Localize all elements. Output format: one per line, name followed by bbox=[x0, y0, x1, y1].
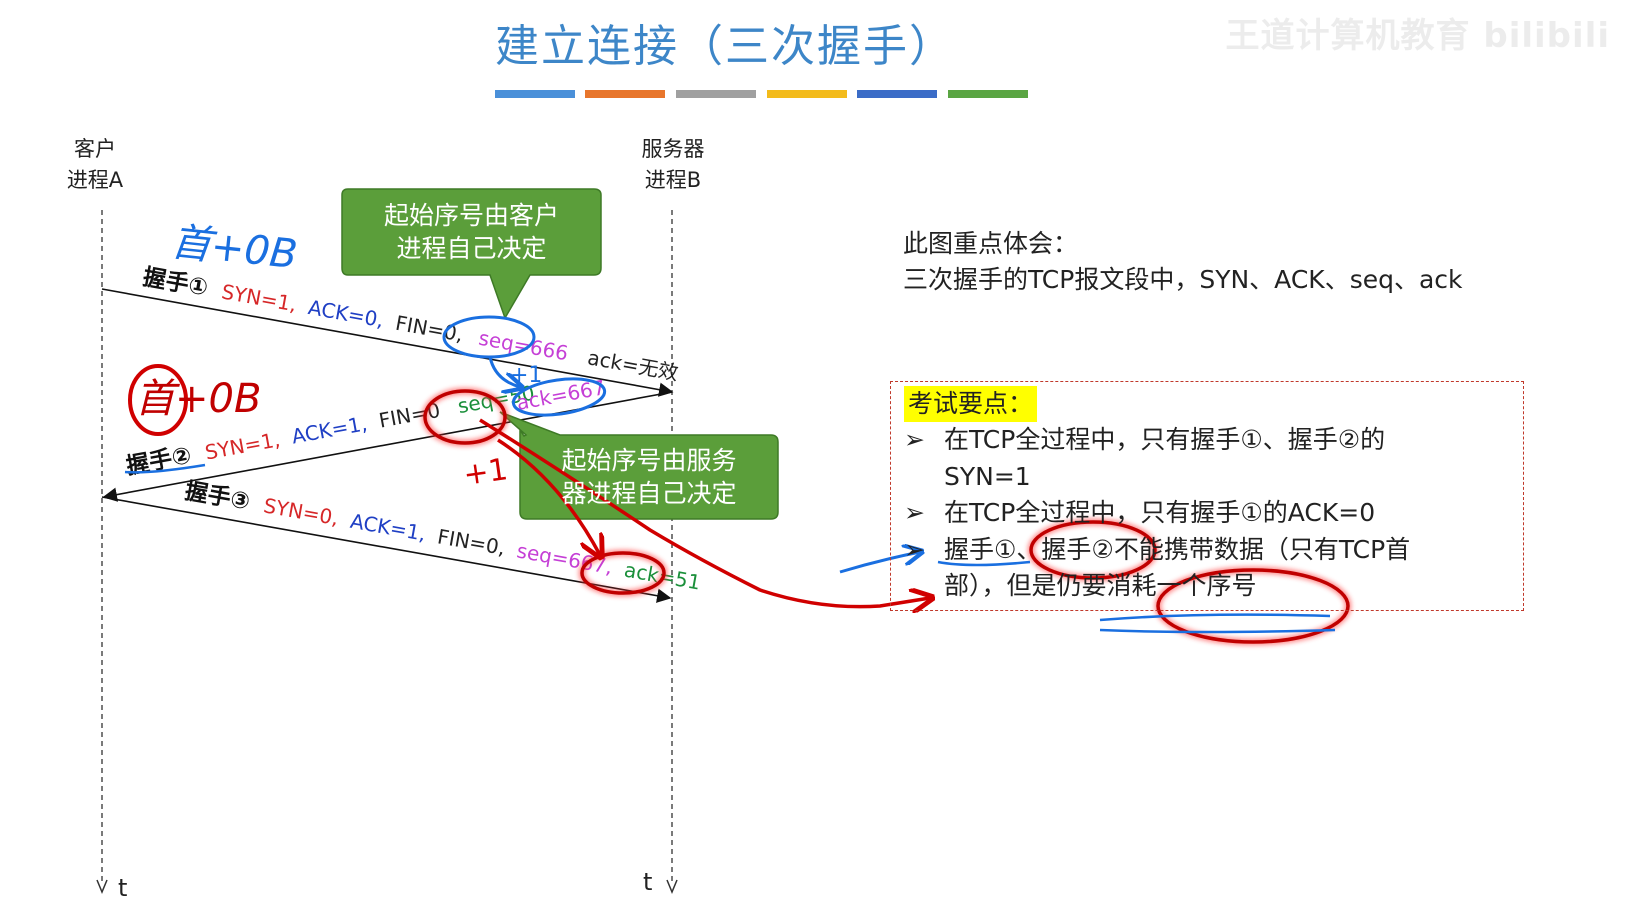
circle-consume-seq bbox=[1156, 568, 1350, 644]
exam-item-2-bullet: ➢ bbox=[904, 498, 925, 527]
circle-first-char bbox=[128, 364, 188, 436]
handshake-1-label: 握手① bbox=[141, 264, 210, 301]
handshake-1-arrow bbox=[101, 288, 674, 397]
client-label: 客户 进程A bbox=[55, 134, 135, 196]
handshake-2-ack-flag: ACK=1, bbox=[290, 411, 369, 448]
handshake-2-label: 握手② bbox=[124, 443, 193, 480]
callout-1-line1: 起始序号由客户 bbox=[383, 201, 559, 230]
handshake-2-syn: SYN=1, bbox=[203, 427, 282, 464]
underline-consume bbox=[1099, 613, 1331, 622]
page-title: 建立连接（三次握手） bbox=[495, 21, 955, 72]
exam-points-box bbox=[890, 381, 1524, 611]
watermark: 王道计算机教育 bilibili bbox=[1225, 16, 1610, 56]
note-h2-first-plus-0b: 首+0B bbox=[135, 376, 261, 422]
callout-1-line2: 进程自己决定 bbox=[396, 234, 547, 263]
circle-ack-667 bbox=[511, 377, 607, 417]
circle-seq-50 bbox=[423, 389, 507, 445]
callout-2-text: 起始序号由服务 器进程自己决定 bbox=[520, 444, 778, 510]
server-label: 服务器 进程B bbox=[628, 134, 718, 196]
color-bar-5 bbox=[857, 90, 937, 98]
key-note-line2: 三次握手的TCP报文段中，SYN、ACK、seq、ack bbox=[903, 265, 1463, 294]
handshake-1-syn: SYN=1, bbox=[220, 279, 299, 316]
handshake-1-ack-flag: ACK=0, bbox=[306, 295, 385, 332]
server-label-line1: 服务器 bbox=[641, 137, 705, 161]
underline-handshake-2 bbox=[124, 463, 206, 474]
note-plus1-red: +1 bbox=[461, 452, 510, 493]
key-note: 此图重点体会： 三次握手的TCP报文段中，SYN、ACK、seq、ack bbox=[903, 226, 1463, 298]
arrow-seq-to-ack bbox=[488, 356, 520, 387]
color-bar-1 bbox=[495, 90, 575, 98]
exam-item-1: 在TCP全过程中，只有握手①、握手②的 bbox=[944, 425, 1386, 454]
exam-item-2: 在TCP全过程中，只有握手①的ACK=0 bbox=[944, 498, 1376, 527]
exam-item-3: 握手①、握手②不能携带数据（只有TCP首 bbox=[944, 535, 1411, 564]
underline-consume-2 bbox=[1099, 628, 1336, 634]
color-bar-3 bbox=[676, 90, 756, 98]
circle-seq-666 bbox=[442, 315, 536, 359]
handshake-1-fin: FIN=0, bbox=[394, 311, 465, 347]
callout-2-line1: 起始序号由服务 bbox=[561, 446, 737, 475]
exam-item-1-cont: SYN=1 bbox=[944, 462, 1031, 491]
color-bar-4 bbox=[767, 90, 847, 98]
handshake-3-arrow bbox=[101, 496, 672, 603]
blue-arrow-item3 bbox=[839, 552, 920, 574]
handshake-3-syn: SYN=0, bbox=[262, 493, 341, 530]
callout-2-line2: 器进程自己决定 bbox=[561, 479, 737, 508]
exam-item-3-bullet: ➢ bbox=[904, 535, 925, 564]
handshake-3-fin: FIN=0, bbox=[436, 524, 507, 560]
callout-2-shape bbox=[499, 411, 779, 520]
exam-points-title: 考试要点： bbox=[904, 386, 1038, 422]
key-note-line1: 此图重点体会： bbox=[903, 229, 1079, 258]
client-label-line2: 进程A bbox=[66, 168, 124, 192]
arrow-seq50-to-ack51 bbox=[497, 438, 600, 555]
handshake-3-label: 握手③ bbox=[183, 478, 252, 515]
exam-item-3-cont: 部），但是仍要消耗一个序号 bbox=[944, 571, 1257, 600]
circle-ack-51 bbox=[580, 551, 666, 595]
note-h1-first-plus-0b: 首+0B bbox=[169, 219, 300, 278]
handshake-3-ack-flag: ACK=1, bbox=[348, 509, 427, 546]
server-label-line2: 进程B bbox=[644, 168, 702, 192]
underline-handshake-1 bbox=[937, 560, 1031, 567]
server-time-label: t bbox=[643, 868, 652, 896]
circle-handshake-2 bbox=[1029, 520, 1157, 580]
client-time-label: t bbox=[118, 874, 127, 902]
color-bar-2 bbox=[585, 90, 665, 98]
client-time-arrowhead bbox=[96, 879, 108, 894]
color-bar-6 bbox=[948, 90, 1028, 98]
arrow-to-exam-box bbox=[479, 418, 930, 607]
callout-1-shape bbox=[341, 188, 602, 320]
callout-1-text: 起始序号由客户 进程自己决定 bbox=[342, 199, 601, 265]
exam-item-1-bullet: ➢ bbox=[904, 425, 925, 454]
server-time-arrowhead bbox=[666, 879, 678, 894]
client-label-line1: 客户 bbox=[74, 137, 116, 161]
handshake-1-text: 握手① SYN=1, ACK=0, FIN=0, seq=666 ack=无效 bbox=[141, 264, 680, 386]
note-h2-first-plus-0b-group: 首+0B bbox=[128, 364, 261, 436]
